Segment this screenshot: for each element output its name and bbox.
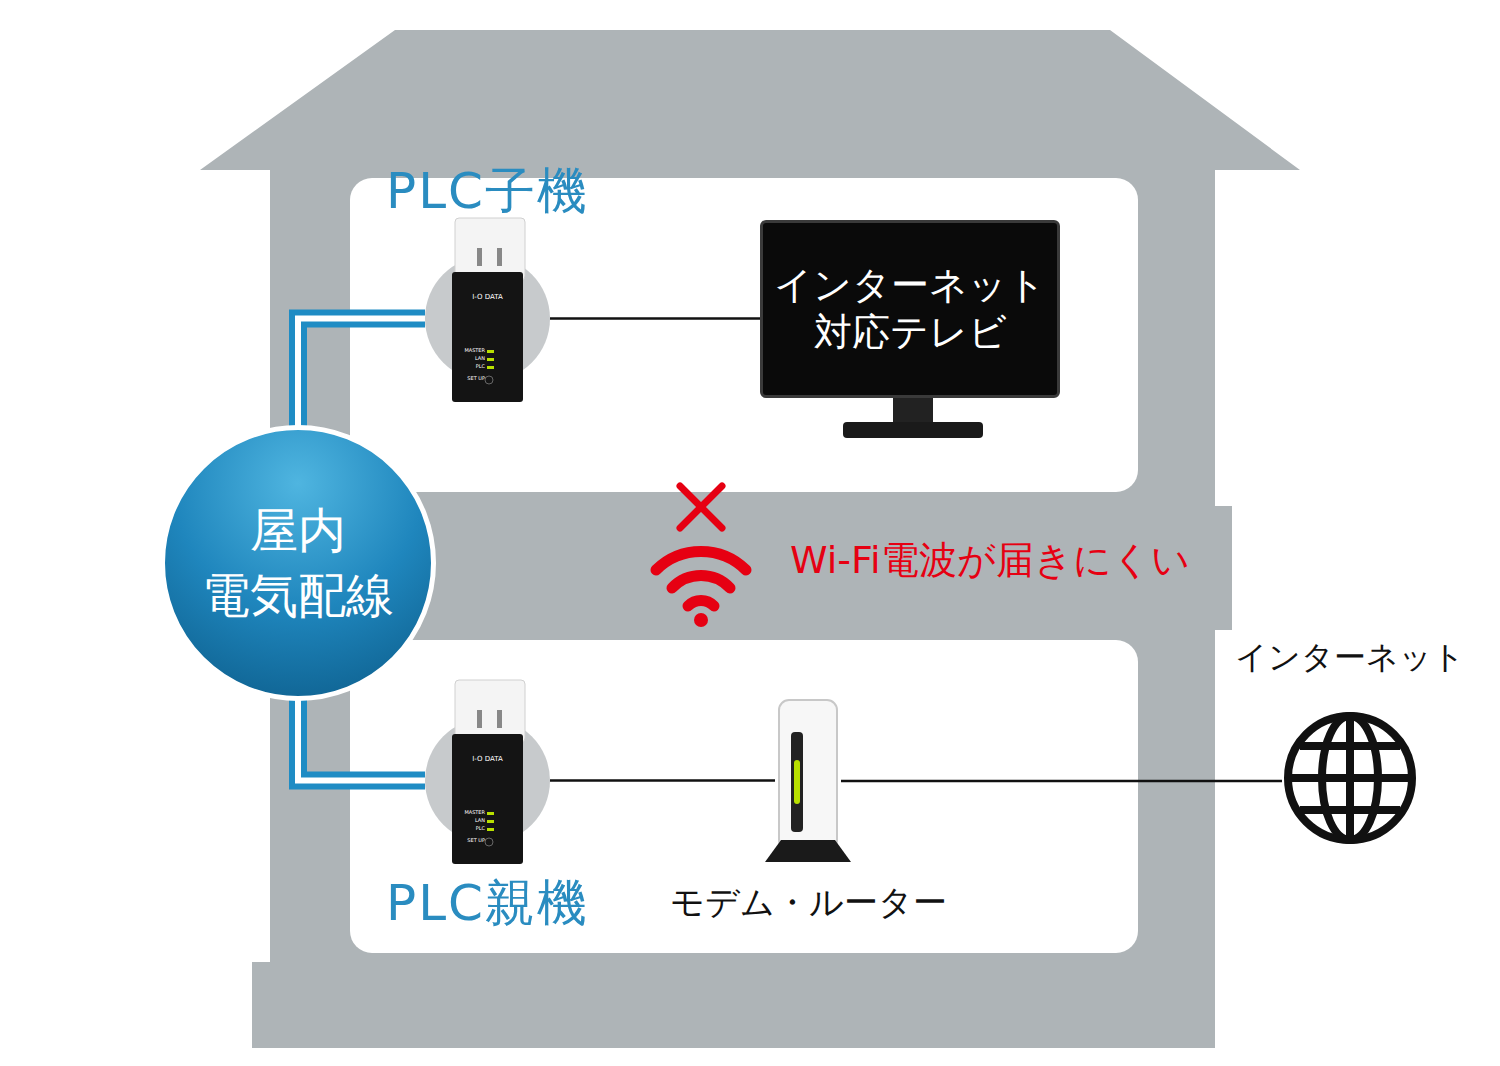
wire-outer — [298, 319, 425, 434]
setup-button — [485, 376, 493, 384]
globe-icon — [1282, 710, 1418, 846]
led-label: PLC — [455, 826, 485, 831]
led-label: PLC — [455, 364, 485, 369]
brand-label: I-O DATA — [452, 756, 523, 763]
globe-node: インターネット — [1282, 710, 1418, 846]
router-node: モデム・ルーター — [775, 700, 841, 862]
cable-line — [550, 317, 760, 320]
led — [487, 812, 494, 815]
internet-label: インターネット — [1235, 638, 1465, 676]
tv-stand — [833, 398, 993, 448]
wifi-blocked-icon — [656, 486, 746, 627]
wiring-text: 屋内 電気配線 — [191, 498, 406, 628]
globe-parallel — [1300, 742, 1400, 750]
led-label: LAN — [455, 356, 485, 361]
wire-gap — [298, 693, 425, 781]
globe-equator — [1288, 774, 1412, 782]
led-label: SET UP — [455, 838, 485, 843]
led — [487, 366, 494, 369]
hub-node: 屋内 電気配線 — [160, 425, 436, 701]
plc-node: I-O DATAMASTERLANPLCSET UPPLC子機 — [425, 256, 550, 381]
plug-face — [455, 218, 525, 280]
wiring-connector — [298, 319, 425, 434]
led — [487, 820, 494, 823]
cable-connector — [550, 780, 775, 781]
tv-text: インターネット 対応テレビ — [768, 262, 1052, 357]
led — [487, 358, 494, 361]
router-illustration — [775, 700, 841, 862]
plug-slot — [477, 248, 482, 266]
stand-neck — [893, 398, 933, 422]
tv-node: インターネット 対応テレビ — [760, 220, 1060, 398]
plc-adapter-illustration — [425, 256, 550, 381]
led-label: SET UP — [455, 376, 485, 381]
plug-face — [455, 680, 525, 742]
router-stand — [765, 840, 851, 862]
plug-slot — [477, 710, 482, 728]
router-body — [779, 700, 837, 850]
wire-gap — [298, 319, 425, 434]
cable-line — [550, 779, 775, 782]
router-label: モデム・ルーター — [670, 882, 947, 923]
cable-connector — [841, 781, 1282, 782]
cable-connector — [550, 318, 760, 319]
led — [487, 828, 494, 831]
wifi-warning: Wi-Fi電波が届きにくい — [790, 536, 1190, 585]
wire-outer — [298, 693, 425, 781]
led-label: LAN — [455, 818, 485, 823]
globe-outline — [1288, 716, 1412, 840]
device-heading: PLC子機 — [386, 161, 589, 221]
plug-slot — [497, 248, 502, 266]
globe-parallel — [1300, 806, 1400, 814]
plc-node: I-O DATAMASTERLANPLCSET UPPLC親機 — [425, 718, 550, 843]
setup-button — [485, 838, 493, 846]
plc-adapter-illustration — [425, 718, 550, 843]
router-light — [794, 760, 800, 804]
wiring-connector — [298, 693, 425, 781]
cable-line — [841, 780, 1282, 783]
router-slot — [791, 732, 803, 832]
adapter-body — [452, 734, 523, 864]
adapter-body — [452, 272, 523, 402]
led-label: MASTER — [455, 810, 485, 815]
led — [487, 350, 494, 353]
stand-base — [843, 422, 983, 438]
plug-slot — [497, 710, 502, 728]
device-heading: PLC親機 — [386, 873, 589, 933]
brand-label: I-O DATA — [452, 294, 523, 301]
upper-room — [350, 178, 1138, 492]
led-label: MASTER — [455, 348, 485, 353]
lower-room — [350, 640, 1138, 953]
